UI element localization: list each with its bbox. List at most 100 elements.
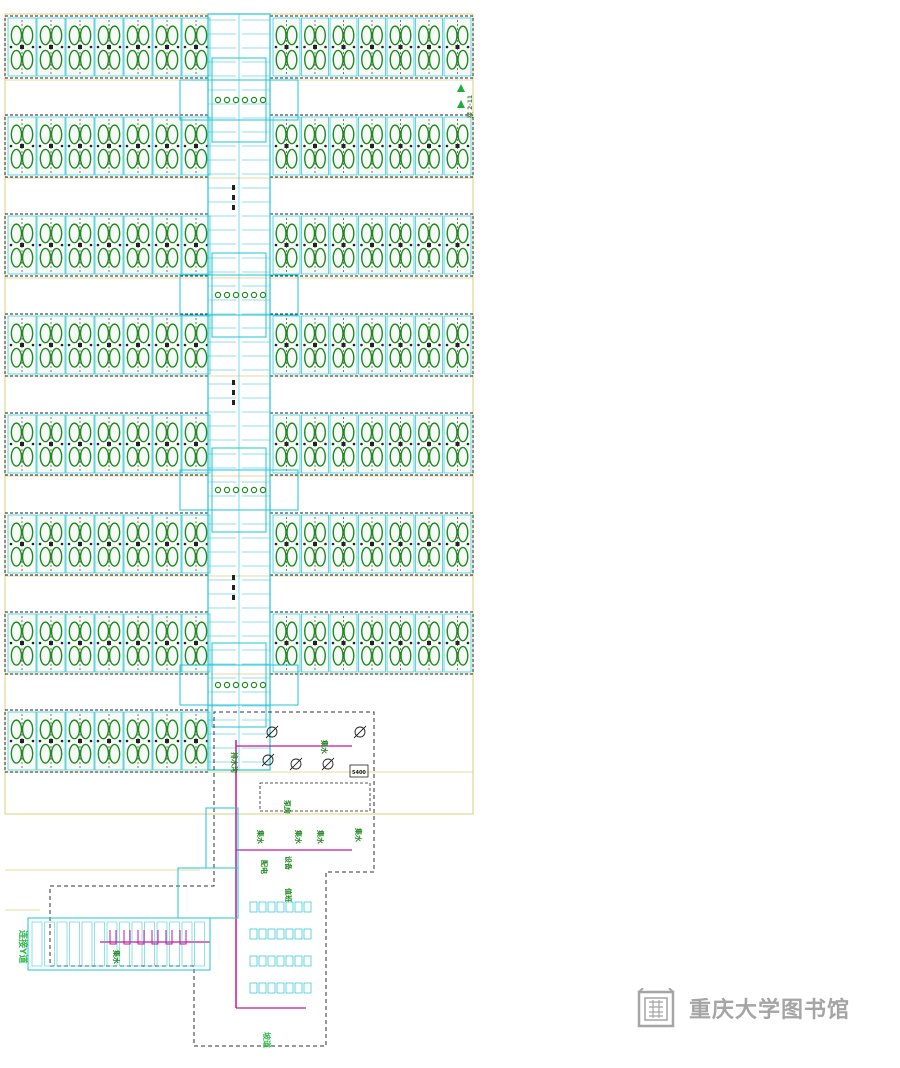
- car-symbol: [314, 446, 326, 467]
- parking-cell: [329, 414, 358, 474]
- parking-cell: [181, 514, 211, 574]
- node-symbol: [223, 486, 231, 494]
- car-symbol: [343, 522, 355, 543]
- row-block-right: [269, 611, 474, 675]
- watermark-text: 重庆大学图书馆: [689, 997, 851, 1023]
- car-symbol: [97, 223, 110, 244]
- car-symbol: [275, 148, 287, 169]
- car-symbol: [389, 49, 401, 70]
- column-dot: [313, 641, 317, 645]
- parking-cell: [181, 613, 211, 673]
- room-label: 集水: [316, 829, 325, 845]
- car-symbol: [79, 347, 92, 368]
- parking-cell: [7, 315, 37, 375]
- column-dot: [370, 542, 374, 546]
- column-dot: [455, 641, 460, 645]
- column-dot: [324, 641, 327, 645]
- car-symbol: [314, 621, 326, 642]
- column-dot: [352, 442, 356, 446]
- parking-cell: [272, 414, 301, 474]
- column-dot: [20, 442, 24, 446]
- car-symbol: [10, 422, 23, 443]
- column-dot: [118, 343, 122, 347]
- car-symbol: [155, 719, 168, 740]
- car-symbol: [50, 422, 63, 443]
- column-dot: [324, 343, 327, 347]
- column-dot: [341, 641, 346, 645]
- column-dot: [295, 45, 299, 49]
- car-symbol: [108, 522, 121, 543]
- parking-cell: [272, 613, 301, 673]
- parking-cell: [36, 315, 66, 375]
- parking-cell: [152, 414, 182, 474]
- row-block-right: [269, 114, 474, 178]
- column-dot: [147, 641, 151, 645]
- column-dot: [154, 641, 158, 645]
- car-symbol: [275, 422, 287, 443]
- parking-cell: [123, 116, 153, 176]
- stall-mark: [267, 901, 276, 913]
- room-label: 配电: [260, 860, 269, 874]
- car-symbol: [314, 148, 326, 169]
- car-symbol: [304, 522, 316, 543]
- column-dot: [409, 243, 413, 247]
- car-symbol: [195, 621, 208, 642]
- column-dot: [67, 343, 71, 347]
- west-stall: [56, 921, 68, 967]
- parking-cell: [7, 17, 37, 77]
- column-dot: [194, 45, 198, 49]
- parking-cell: [415, 17, 443, 77]
- column-dot: [118, 739, 122, 743]
- car-symbol: [21, 743, 34, 764]
- parking-cell: [36, 116, 66, 176]
- column-dot: [417, 144, 420, 148]
- parking-cell: [94, 116, 124, 176]
- car-symbol: [108, 645, 121, 666]
- column-dot: [331, 45, 335, 49]
- column-dot: [466, 144, 470, 148]
- parking-cell: [386, 116, 415, 176]
- parking-cell: [7, 514, 37, 574]
- row-block-left: [4, 611, 209, 675]
- car-symbol: [446, 546, 458, 567]
- column-dot: [445, 641, 449, 645]
- column-dot: [176, 542, 180, 546]
- car-symbol: [371, 522, 383, 543]
- car-symbol: [50, 25, 63, 46]
- column-dot: [352, 343, 356, 347]
- column-dot: [67, 641, 71, 645]
- car-symbol: [184, 546, 197, 567]
- car-symbol: [446, 347, 458, 368]
- column-dot: [165, 343, 169, 347]
- column-dot: [274, 45, 278, 49]
- car-symbol: [361, 223, 373, 244]
- column-dot: [96, 739, 100, 743]
- car-symbol: [446, 621, 458, 642]
- car-symbol: [343, 422, 355, 443]
- car-symbol: [457, 546, 469, 567]
- column-dot: [438, 144, 441, 148]
- car-symbol: [457, 323, 469, 344]
- column-dot: [20, 739, 24, 743]
- car-symbol: [275, 621, 287, 642]
- car-symbol: [418, 422, 430, 443]
- column-dot: [409, 343, 413, 347]
- core-node: [179, 274, 299, 316]
- car-symbol: [304, 422, 316, 443]
- car-symbol: [10, 347, 23, 368]
- car-symbol: [79, 323, 92, 344]
- bottom-label: 坡道: [262, 1032, 272, 1048]
- car-symbol: [428, 522, 440, 543]
- parking-cell: [65, 116, 95, 176]
- car-symbol: [457, 247, 469, 268]
- parking-cell: [386, 215, 415, 275]
- car-symbol: [126, 446, 139, 467]
- car-symbol: [10, 645, 23, 666]
- car-symbol: [286, 148, 298, 169]
- car-symbol: [457, 645, 469, 666]
- car-symbol: [428, 25, 440, 46]
- column-dot: [455, 144, 460, 148]
- column-dot: [31, 144, 35, 148]
- column-dot: [125, 442, 129, 446]
- car-symbol: [50, 124, 63, 145]
